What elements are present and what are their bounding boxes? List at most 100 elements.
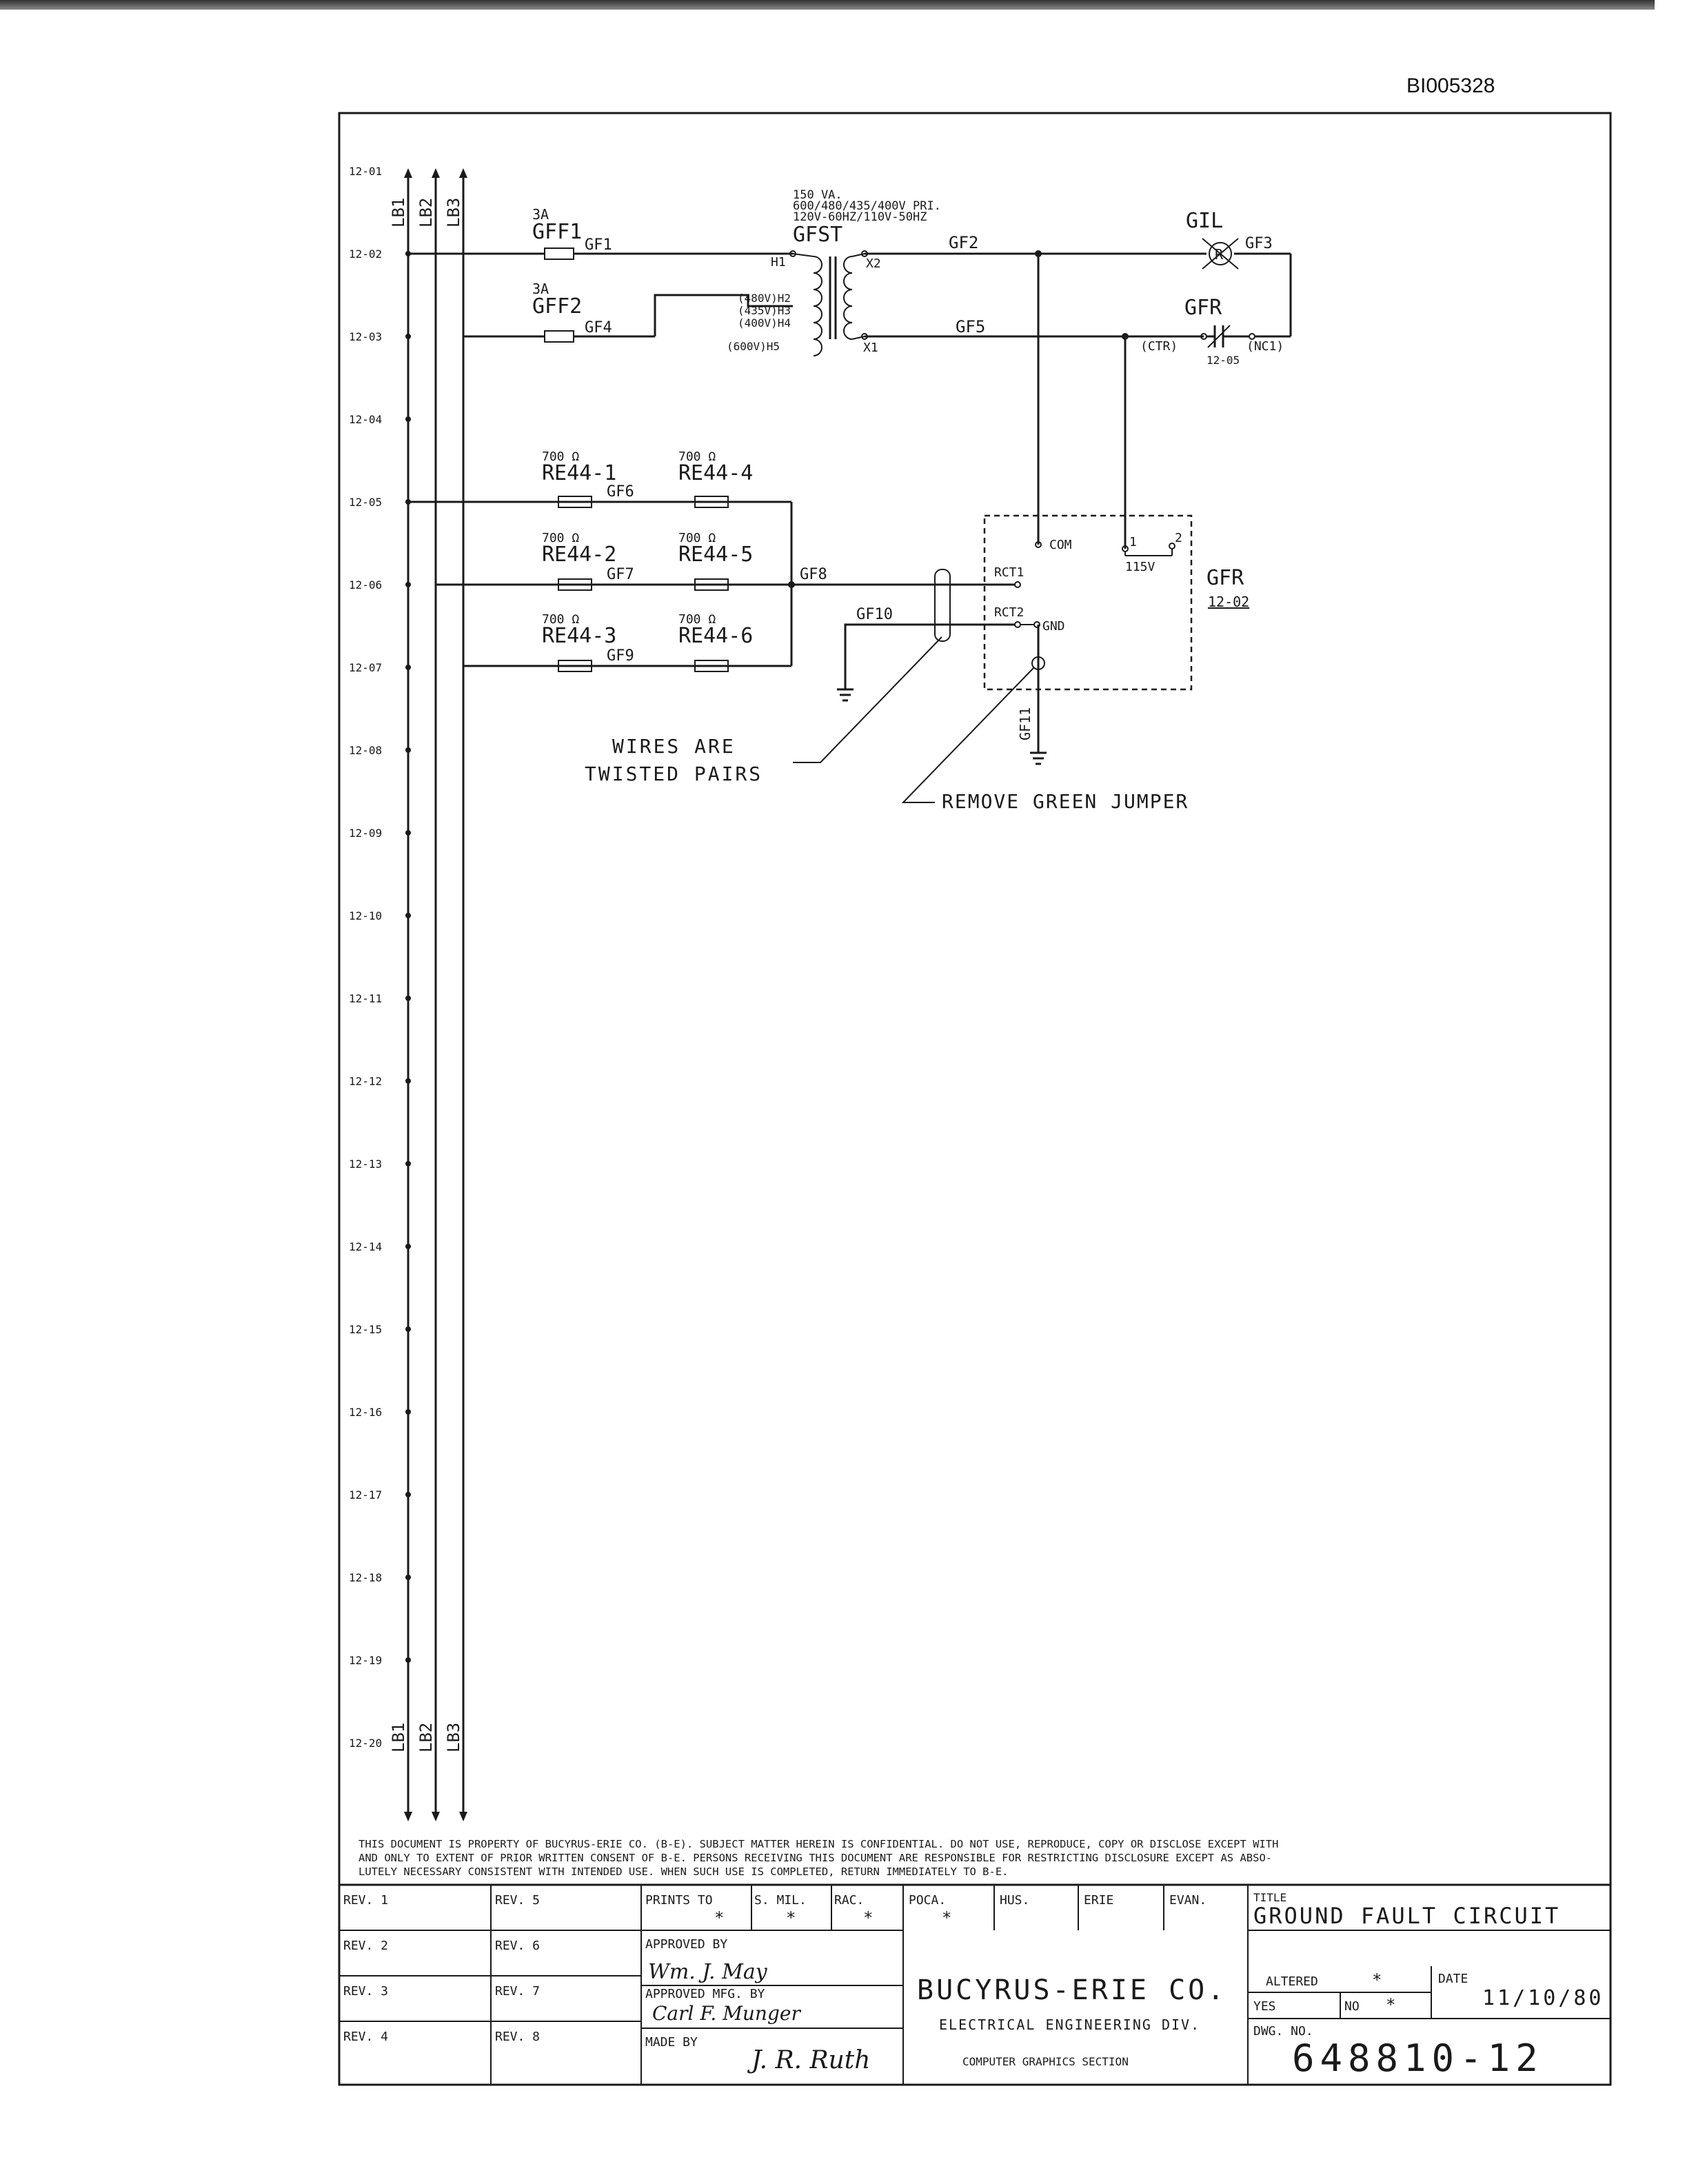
- twisted-pair-wiring: GF8 GF10: [791, 566, 1021, 702]
- prints-to-star: *: [714, 1908, 724, 1928]
- arrow-lb3-top: [459, 168, 467, 178]
- terminal-x2: X2: [866, 256, 881, 271]
- wire-gf11: GF11: [1017, 707, 1033, 740]
- bus-label-lb1-top: LB1: [389, 198, 408, 228]
- company-name: BUCYRUS-ERIE CO.: [917, 1974, 1226, 2006]
- line-ref-12-01: 12-01: [349, 165, 382, 178]
- rev-7: REV. 7: [495, 1984, 540, 1999]
- loc-poca: POCA.: [909, 1893, 946, 1908]
- title-block: REV. 1 REV. 2 REV. 3 REV. 4 REV. 5 REV. …: [339, 1883, 1611, 2085]
- loc-s-mil: S. MIL.: [754, 1893, 807, 1908]
- resistor-re44-3-value: 700 Ω: [542, 612, 579, 627]
- relay-contact-ref: 12-05: [1207, 354, 1240, 367]
- annotations: WIRES ARE TWISTED PAIRS REMOVE GREEN JUM…: [585, 636, 1189, 813]
- relay-ground-terminal: [1031, 656, 1045, 670]
- terminal-h2: (480V)H2: [738, 292, 791, 305]
- altered-no: NO: [1344, 1999, 1360, 2014]
- document-id: BI005328: [1406, 74, 1495, 97]
- disclaimer-line-3: LUTELY NECESSARY CONSISTENT WITH INTENDE…: [359, 1866, 1009, 1878]
- wire-gf2: GF2: [949, 233, 978, 252]
- line-ref-12-09: 12-09: [349, 827, 382, 840]
- fuse-gff1-name: GFF1: [532, 220, 582, 244]
- transformer-gfst: 150 VA. 600/480/435/400V PRI. 120V-60HZ/…: [727, 188, 941, 356]
- resistor-re44-4-symbol: [694, 496, 729, 508]
- lamp-gil-name: GIL: [1186, 209, 1223, 233]
- terminal-h4: (400V)H4: [738, 316, 791, 330]
- wire-gf3: GF3: [1245, 235, 1273, 252]
- arrow-lb2-bottom: [432, 1812, 440, 1821]
- circuit-gff2: 3A GFF2 GF4: [463, 281, 793, 343]
- arrow-lb1-top: [404, 168, 412, 178]
- resistor-re44-6-symbol: [694, 660, 729, 672]
- bus-label-lb1-bottom: LB1: [389, 1723, 408, 1752]
- bus-label-lb2-top: LB2: [416, 198, 436, 228]
- approved-mfg-signature: Carl F. Munger: [652, 2002, 801, 2025]
- relay-contact-ctr: (CTR): [1140, 339, 1178, 354]
- rev-5: REV. 5: [495, 1893, 540, 1908]
- transformer-rating-3: 120V-60HZ/110V-50HZ: [793, 210, 927, 224]
- approved-by-label: APPROVED BY: [645, 1937, 727, 1952]
- line-ref-12-05: 12-05: [349, 496, 382, 509]
- resistor-re44-1-name: RE44-1: [542, 461, 616, 485]
- resistor-re44-2-name: RE44-2: [542, 543, 616, 567]
- resistor-re44-5-value: 700 Ω: [678, 531, 716, 545]
- resistor-re44-2-symbol: [558, 578, 592, 591]
- drawing-date: 11/10/80: [1482, 1986, 1604, 2010]
- loc-rac-star: *: [863, 1908, 873, 1928]
- relay-gfr-box: COM 1 2 115V RCT1 RCT2 GND GF11 GFR 12-0…: [983, 514, 1249, 765]
- relay-rct1: RCT1: [994, 565, 1024, 580]
- line-ref-column: 12-0112-0212-0312-0412-0512-0612-0712-08…: [349, 165, 411, 1750]
- transformer-primary-coil: [813, 256, 822, 356]
- wire-gf6: GF6: [607, 483, 634, 501]
- approved-by-signature: Wm. J. May: [648, 1960, 768, 1984]
- line-ref-12-14: 12-14: [349, 1240, 382, 1253]
- line-ref-12-16: 12-16: [349, 1406, 382, 1419]
- bus-label-lb3-top: LB3: [444, 198, 463, 228]
- line-ref-12-15: 12-15: [349, 1323, 382, 1336]
- wire-gf10: GF10: [856, 606, 893, 623]
- terminal-x1: X1: [863, 341, 878, 355]
- resistor-re44-1-symbol: [558, 496, 592, 508]
- terminal-h3: (435V)H3: [738, 304, 791, 317]
- relay-com: COM: [1049, 538, 1072, 552]
- fuse-gff2-symbol: [544, 330, 574, 343]
- loc-poca-star: *: [942, 1908, 951, 1928]
- circuit-gfr-contact: GF5 GFR (CTR) (NC1) 12-05: [865, 254, 1291, 545]
- line-ref-12-17: 12-17: [349, 1488, 382, 1502]
- transformer-rating-1: 150 VA.: [793, 188, 842, 202]
- resistor-network: 700 Ω RE44-1 700 Ω RE44-4 700 Ω RE44-2 7…: [408, 449, 795, 672]
- disclaimer-line-2: AND ONLY TO EXTENT OF PRIOR WRITTEN CONS…: [359, 1852, 1272, 1864]
- terminal-h5: (600V)H5: [727, 340, 780, 353]
- altered-yes: YES: [1253, 1999, 1276, 2014]
- line-ref-12-18: 12-18: [349, 1571, 382, 1584]
- rev-4: REV. 4: [343, 2030, 388, 2044]
- resistor-re44-6-name: RE44-6: [678, 624, 753, 648]
- relay-rct2: RCT2: [994, 605, 1024, 620]
- relay-name: GFR: [1207, 566, 1244, 590]
- dwg-no-label: DWG. NO.: [1253, 2024, 1313, 2039]
- arrow-lb1-bottom: [404, 1812, 412, 1821]
- note-twisted-line2: TWISTED PAIRS: [585, 762, 763, 785]
- rev-6: REV. 6: [495, 1939, 540, 1953]
- resistor-re44-1-value: 700 Ω: [542, 449, 579, 464]
- fuse-gff2-rating: 3A: [532, 281, 549, 297]
- line-ref-12-11: 12-11: [349, 992, 382, 1005]
- lamp-gil-symbol: [1209, 242, 1232, 265]
- fuse-gff1-symbol: [544, 247, 574, 260]
- wire-gf7: GF7: [607, 566, 634, 583]
- relay-ref: 12-02: [1208, 594, 1249, 610]
- note-remove-jumper: REMOVE GREEN JUMPER: [942, 790, 1189, 813]
- line-ref-12-04: 12-04: [349, 413, 382, 426]
- line-ref-12-12: 12-12: [349, 1075, 382, 1088]
- relay-gnd: GND: [1042, 619, 1065, 634]
- loc-rac: RAC.: [834, 1893, 864, 1908]
- made-by-signature: J. R. Ruth: [747, 2046, 870, 2074]
- resistor-re44-5-symbol: [694, 578, 729, 591]
- wire-gf5: GF5: [956, 317, 985, 336]
- made-by-label: MADE BY: [645, 2035, 698, 2050]
- disclaimer-line-1: THIS DOCUMENT IS PROPERTY OF BUCYRUS-ERI…: [359, 1838, 1278, 1850]
- wire-gf9: GF9: [607, 647, 634, 665]
- transformer-name: GFST: [793, 223, 842, 247]
